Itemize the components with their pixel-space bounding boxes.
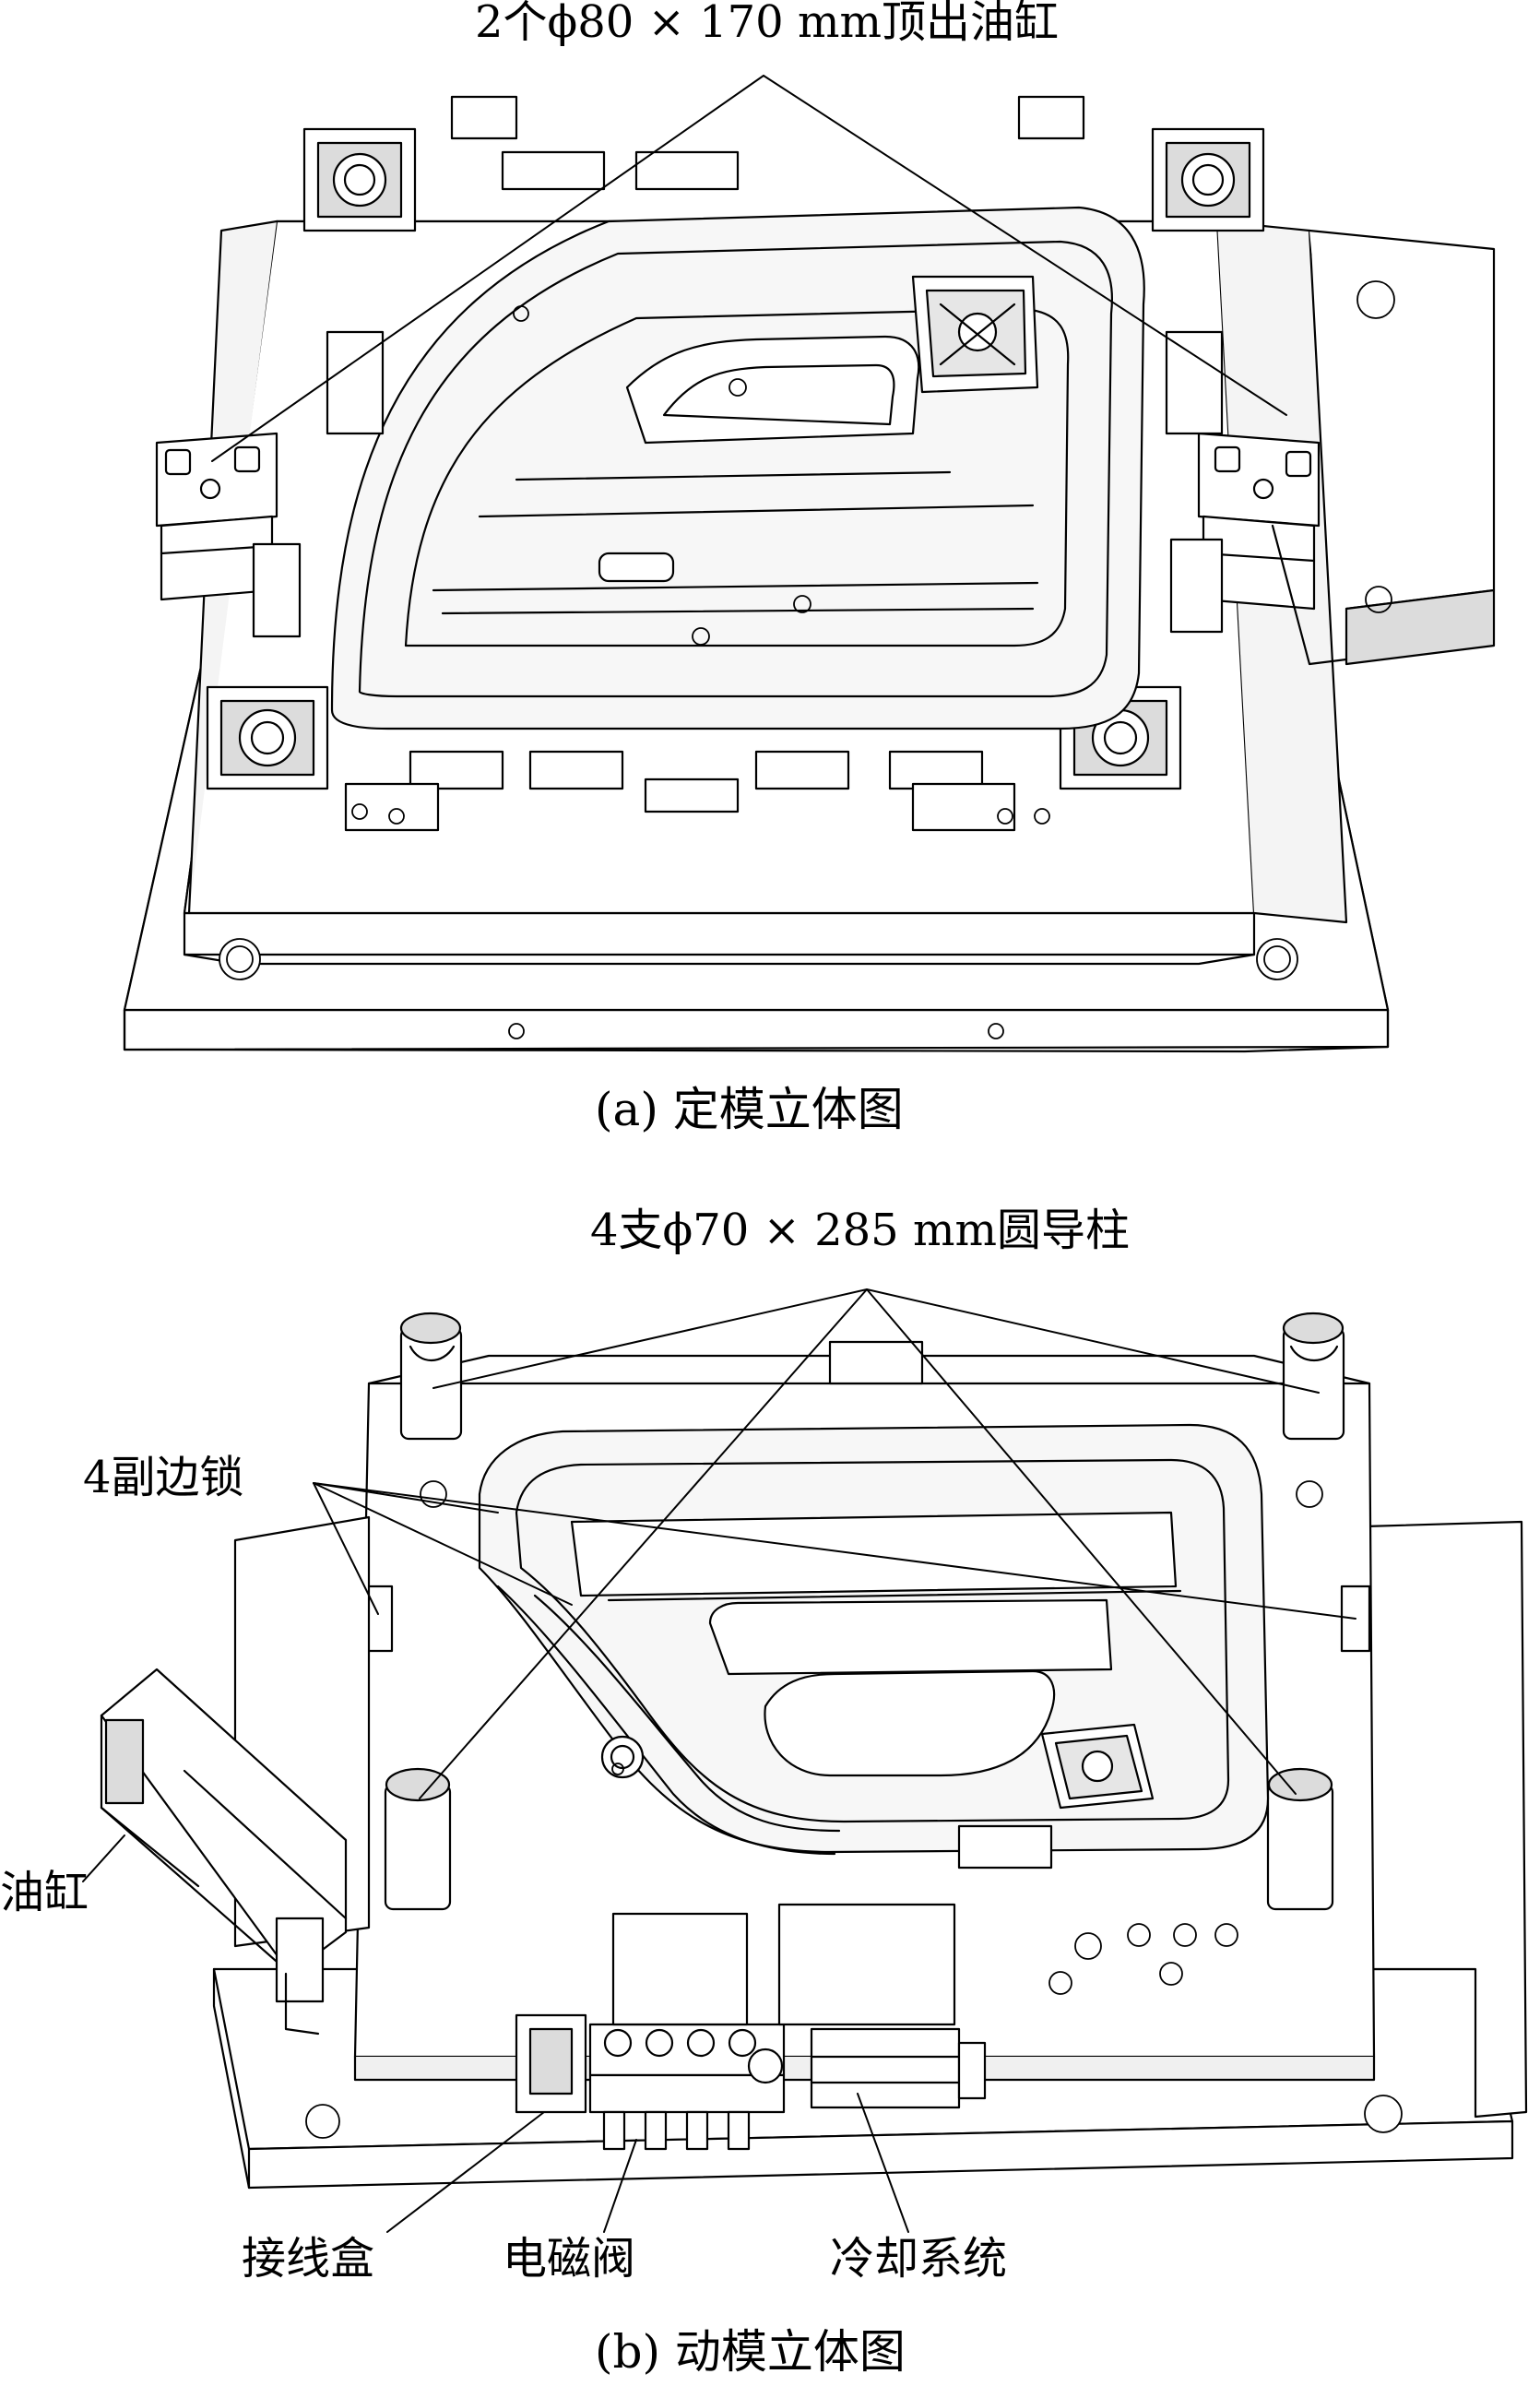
guide-bushing-tl <box>302 127 417 232</box>
guide-pillar-tr <box>1282 1312 1345 1441</box>
caption-fixed-mold: (a) 定模立体图 <box>595 1083 904 1136</box>
fixed-mold-drawing <box>123 95 1496 1053</box>
guide-pillar-tl <box>399 1312 463 1441</box>
callout-cooling-system: 冷却系统 <box>830 2233 1008 2285</box>
cylinder-box <box>100 1515 371 2036</box>
fixed-cavity <box>330 206 1145 730</box>
solenoid-valves <box>588 2023 786 2151</box>
caption-moving-mold: (b) 动模立体图 <box>595 2325 906 2379</box>
callout-guide-pillars: 4支ϕ70 × 285 mm圆导柱 <box>590 1205 1130 1256</box>
callout-ejector-cylinders: 2个ϕ80 × 170 mm顶出油缸 <box>475 0 1059 48</box>
callout-solenoid-valve: 电磁阀 <box>503 2233 636 2285</box>
callout-junction-box: 接线盒 <box>242 2233 375 2285</box>
cooling-manifold <box>810 2027 987 2109</box>
moving-mold-drawing <box>100 1312 1528 2190</box>
guide-bushing-bl <box>206 685 329 790</box>
callout-side-locks: 4副边锁 <box>83 1452 244 1503</box>
fixed-clamp-plate <box>123 1008 1390 1053</box>
ejector-cylinder-left <box>155 432 278 601</box>
fixed-mold-plate <box>183 911 1256 956</box>
guide-pillar-br <box>1266 1767 1334 1911</box>
guide-pillar-bl <box>384 1767 452 1911</box>
junction-box <box>515 2013 587 2114</box>
ejector-cylinder-right <box>1197 432 1348 666</box>
callout-b-leaders <box>82 1288 1356 2233</box>
callout-a-leaders <box>211 75 1287 462</box>
guide-bushing-tr <box>1151 127 1265 232</box>
callout-cylinder: 油缸 <box>0 1867 89 1918</box>
